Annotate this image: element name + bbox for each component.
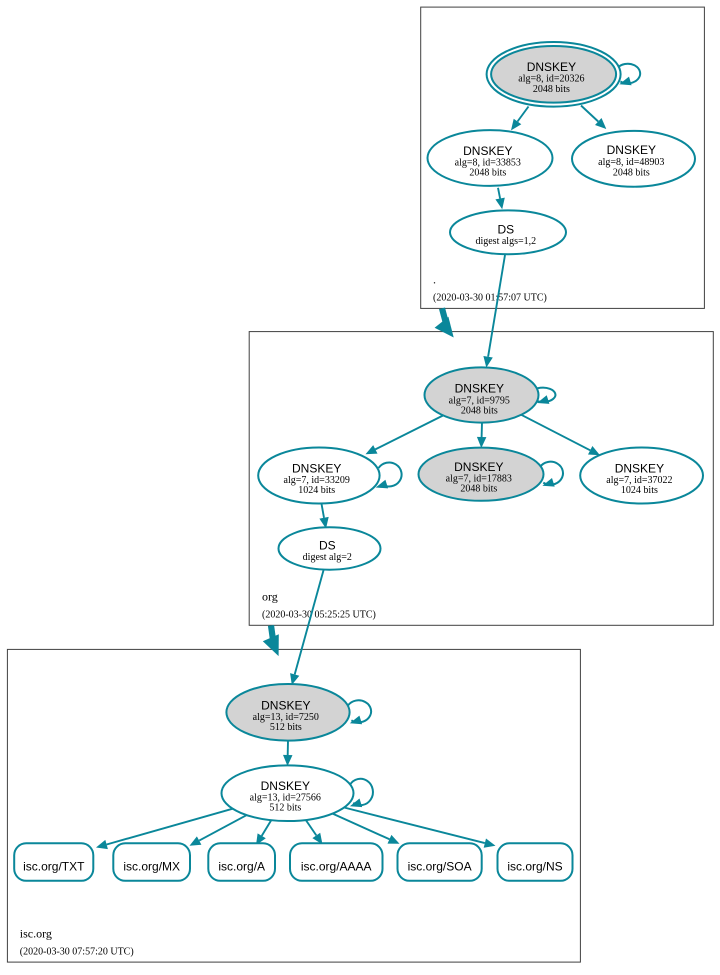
svg-text:isc.org/NS: isc.org/NS: [507, 860, 562, 874]
svg-text:512 bits: 512 bits: [270, 722, 302, 733]
svg-text:2048 bits: 2048 bits: [460, 484, 497, 495]
svg-text:isc.org/MX: isc.org/MX: [123, 860, 180, 874]
svg-text:org: org: [262, 590, 278, 604]
svg-text:isc.org/TXT: isc.org/TXT: [23, 860, 85, 874]
svg-text:1024 bits: 1024 bits: [621, 485, 658, 496]
svg-text:DNSKEY: DNSKEY: [527, 60, 576, 74]
svg-text:(2020-03-30 05:25:25 UTC): (2020-03-30 05:25:25 UTC): [262, 610, 376, 621]
svg-text:.: .: [433, 273, 436, 287]
svg-text:DNSKEY: DNSKEY: [455, 382, 504, 396]
svg-text:(2020-03-30 01:57:07 UTC): (2020-03-30 01:57:07 UTC): [433, 293, 547, 304]
svg-text:2048 bits: 2048 bits: [533, 84, 570, 95]
svg-text:DNSKEY: DNSKEY: [292, 462, 341, 476]
svg-text:isc.org/A: isc.org/A: [218, 860, 265, 874]
svg-text:2048 bits: 2048 bits: [469, 168, 506, 179]
svg-text:DNSKEY: DNSKEY: [615, 462, 664, 476]
svg-text:DNSKEY: DNSKEY: [463, 144, 512, 158]
svg-text:alg=8, id=48903: alg=8, id=48903: [598, 157, 664, 168]
svg-text:2048 bits: 2048 bits: [613, 167, 650, 178]
svg-text:isc.org/AAAA: isc.org/AAAA: [301, 860, 372, 874]
svg-text:DNSKEY: DNSKEY: [454, 460, 503, 474]
svg-text:DNSKEY: DNSKEY: [261, 779, 310, 793]
svg-text:DNSKEY: DNSKEY: [261, 698, 310, 712]
svg-text:(2020-03-30 07:57:20 UTC): (2020-03-30 07:57:20 UTC): [20, 947, 134, 958]
svg-text:2048 bits: 2048 bits: [461, 406, 498, 417]
svg-text:digest alg=2: digest alg=2: [303, 552, 352, 563]
svg-text:digest algs=1,2: digest algs=1,2: [475, 236, 536, 247]
svg-text:512 bits: 512 bits: [269, 803, 301, 814]
svg-text:DS: DS: [497, 222, 514, 236]
svg-text:DNSKEY: DNSKEY: [607, 143, 656, 157]
svg-text:alg=7, id=9795: alg=7, id=9795: [449, 395, 510, 406]
svg-text:isc.org/SOA: isc.org/SOA: [408, 860, 472, 874]
svg-text:isc.org: isc.org: [20, 927, 52, 941]
svg-text:DS: DS: [319, 539, 336, 553]
svg-text:1024 bits: 1024 bits: [298, 485, 335, 496]
